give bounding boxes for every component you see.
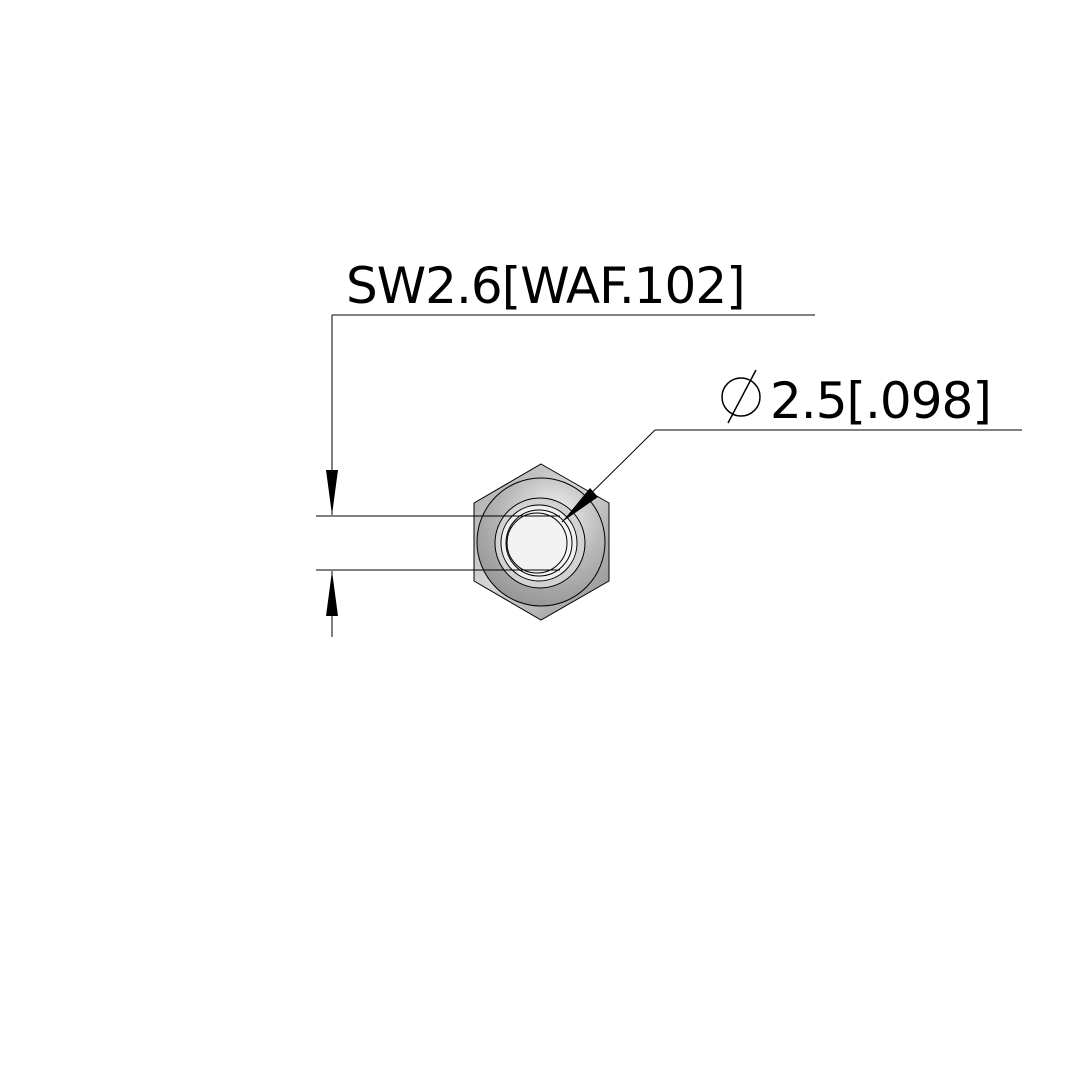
diameter-symbol-icon: ⌀ bbox=[721, 369, 761, 424]
wrench-size-dimension bbox=[316, 314, 815, 637]
wrench-size-label: SW2.6[WAF.102] bbox=[346, 257, 745, 315]
leader-arrow-icon bbox=[562, 488, 598, 522]
bore-circle bbox=[506, 512, 568, 574]
arrow-up-icon bbox=[326, 571, 338, 616]
diameter-label: 2.5[.098] bbox=[770, 372, 991, 430]
diameter-dimension bbox=[561, 429, 1022, 523]
hex-nut bbox=[473, 463, 610, 621]
arrow-down-icon bbox=[326, 470, 338, 515]
